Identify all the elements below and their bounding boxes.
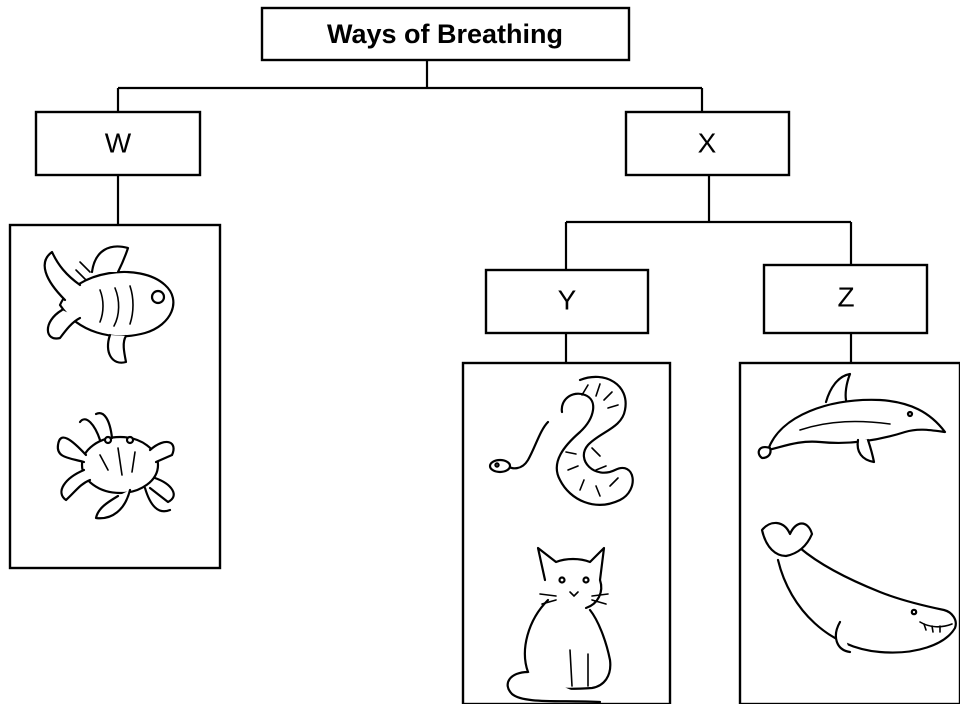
connector-lines bbox=[118, 60, 851, 363]
node-w: W bbox=[36, 112, 200, 175]
node-x: X bbox=[626, 112, 789, 175]
panel-y bbox=[463, 363, 670, 704]
node-z-label: Z bbox=[837, 281, 854, 312]
title-node: Ways of Breathing bbox=[262, 8, 629, 60]
diagram-title: Ways of Breathing bbox=[327, 19, 563, 49]
node-w-label: W bbox=[105, 127, 132, 158]
node-x-label: X bbox=[698, 127, 717, 158]
node-z: Z bbox=[764, 265, 927, 333]
node-y: Y bbox=[486, 270, 648, 333]
panel-z bbox=[740, 363, 960, 704]
panel-w bbox=[10, 225, 220, 568]
node-y-label: Y bbox=[558, 284, 577, 315]
